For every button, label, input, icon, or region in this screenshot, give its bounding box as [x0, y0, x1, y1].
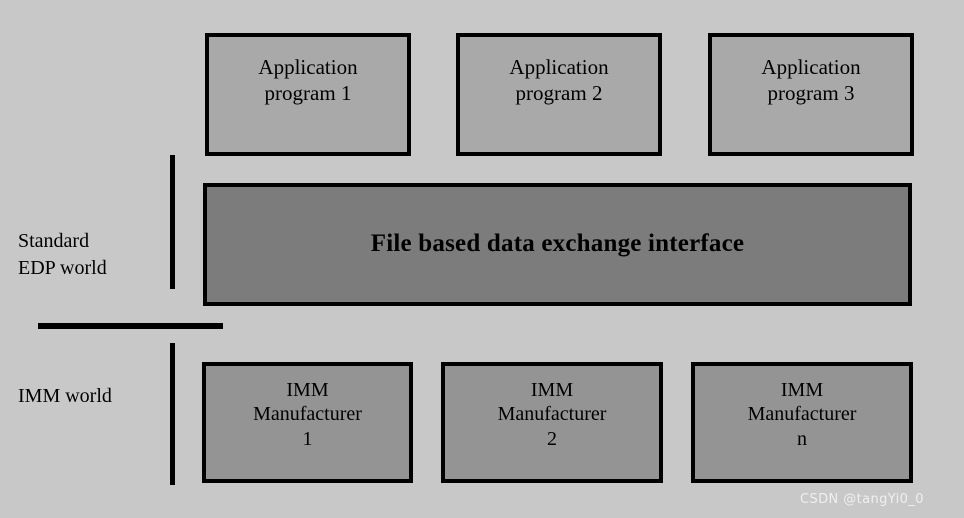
- imm-manufacturer-box-3-line1: IMM: [780, 379, 824, 401]
- application-program-box-1-line1: Application: [258, 55, 358, 79]
- imm-manufacturer-box-2-line1: IMM: [530, 379, 574, 401]
- application-program-box-3: Application program 3: [708, 33, 914, 156]
- imm-manufacturer-box-2-line2: Manufacturer: [497, 403, 607, 426]
- imm-manufacturer-box-3-line3: n: [797, 427, 807, 450]
- application-program-box-1-line2: program 1: [264, 80, 352, 105]
- application-program-box-3-line1: Application: [761, 55, 861, 79]
- imm-manufacturer-box-1-line3: 1: [302, 427, 313, 450]
- application-program-box-2-line2: program 2: [515, 80, 603, 105]
- imm-manufacturer-box-2: IMM Manufacturer 2: [441, 362, 663, 483]
- upper-region-divider-line: [170, 155, 175, 289]
- imm-world-label: IMM world: [18, 385, 112, 407]
- imm-manufacturer-box-1-line2: Manufacturer: [253, 403, 362, 426]
- imm-manufacturer-box-1: IMM Manufacturer 1: [202, 362, 413, 483]
- application-program-box-3-line2: program 3: [767, 80, 855, 105]
- application-program-box-2-line1: Application: [509, 55, 609, 79]
- file-based-data-exchange-interface-box: File based data exchange interface: [203, 183, 912, 306]
- world-separator-line: [38, 323, 223, 329]
- imm-manufacturer-box-1-line1: IMM: [286, 379, 329, 401]
- lower-region-divider-line: [170, 343, 175, 485]
- imm-manufacturer-box-3: IMM Manufacturer n: [691, 362, 913, 483]
- watermark-text: CSDN @tangYi0_0: [800, 492, 924, 507]
- standard-edp-world-label: Standard EDP world: [18, 230, 107, 279]
- interface-label: File based data exchange interface: [370, 230, 745, 258]
- imm-manufacturer-box-3-line2: Manufacturer: [747, 403, 857, 426]
- application-program-box-1: Application program 1: [205, 33, 411, 156]
- application-program-box-2: Application program 2: [456, 33, 662, 156]
- imm-manufacturer-box-2-line3: 2: [547, 427, 557, 450]
